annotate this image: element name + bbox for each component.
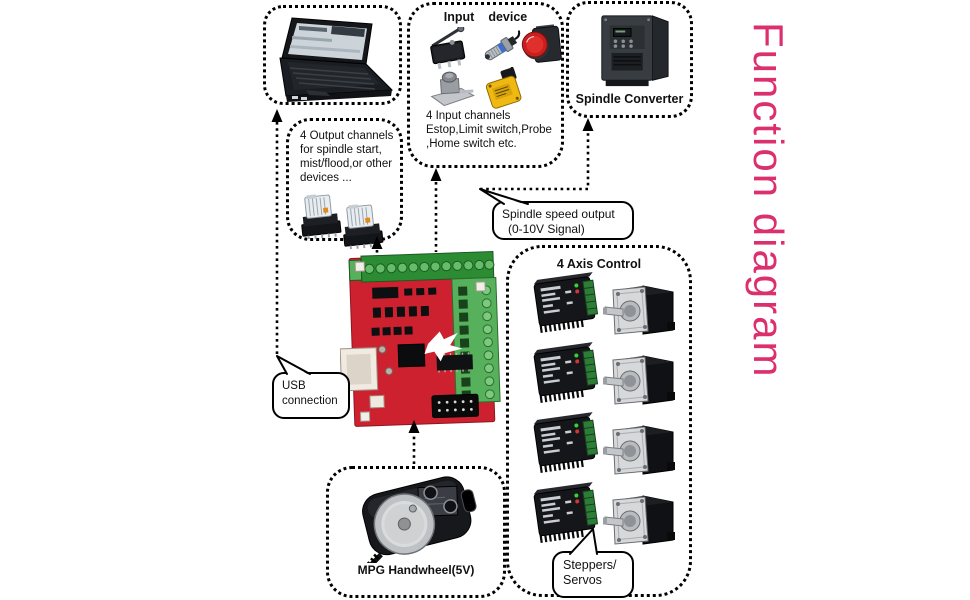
axis-row: [523, 482, 688, 552]
arrow-up-to-converter: [582, 118, 594, 131]
input-device-title-left: Input: [443, 10, 475, 24]
stepper-driver-icon: [531, 412, 603, 478]
callout-line: (0-10V Signal): [508, 222, 585, 236]
callout-line: Steppers/: [563, 558, 617, 572]
laptop-icon: [272, 12, 400, 106]
callout-steppers: Steppers/ Servos: [552, 551, 634, 598]
spindle-converter-icon: [585, 12, 681, 90]
box-mpg: MPG Handwheel(5V): [326, 466, 506, 598]
stepper-motor-icon: [601, 348, 681, 412]
relay-icon: [339, 203, 387, 249]
caption-line: for spindle start,: [300, 144, 382, 156]
callout-line: USB: [282, 380, 306, 392]
page-title: Function diagram: [745, 22, 792, 379]
stepper-driver-icon: [531, 342, 603, 408]
stepper-driver-icon: [531, 272, 603, 338]
caption-line: mist/flood,or other: [300, 158, 393, 170]
axis-row: [523, 342, 688, 412]
arrow-up-to-input-box: [430, 168, 442, 181]
stepper-motor-icon: [601, 488, 681, 552]
stepper-motor-icon: [601, 418, 681, 482]
axis-row: [523, 272, 688, 342]
caption-line: devices ...: [300, 172, 352, 184]
mpg-handwheel-icon: [339, 471, 494, 563]
estop-button-icon: [516, 24, 564, 68]
box-output-channels: 4 Output channels for spindle start, mis…: [286, 118, 403, 241]
controller-board-icon: [340, 248, 508, 436]
axis-rows: [509, 248, 689, 594]
callout-line: connection: [282, 395, 338, 407]
output-channels-caption: 4 Output channels for spindle start, mis…: [300, 129, 393, 185]
callout-spindle-speed: Spindle speed output (0-10V Signal): [492, 201, 634, 240]
axis-row: [523, 412, 688, 482]
caption-line: 4 Output channels: [300, 130, 394, 142]
spindle-converter-label: Spindle Converter: [575, 92, 684, 106]
stepper-motor-icon: [601, 278, 681, 342]
input-channels-caption: 4 Input channels Estop,Limit switch,Prob…: [426, 109, 552, 151]
caption-line: ,Home switch etc.: [426, 138, 517, 150]
callout-usb: USB connection: [272, 372, 350, 419]
box-pc: [263, 5, 402, 105]
box-spindle-converter: Spindle Converter: [566, 1, 693, 118]
arrow-up-to-pc: [271, 109, 283, 122]
callout-line: Servos: [563, 573, 602, 587]
microswitch-icon: [423, 27, 475, 69]
callout-line: Spindle speed output: [502, 207, 615, 221]
box-axis-control: 4 Axis Control: [506, 245, 692, 597]
axis-control-title: 4 Axis Control: [556, 257, 642, 271]
proximity-sensor-icon: [479, 27, 525, 67]
mpg-label: MPG Handwheel(5V): [357, 563, 475, 577]
limit-sensor-icon: [480, 67, 528, 113]
caption-line: 4 Input channels: [426, 110, 511, 122]
input-device-title: Input device: [410, 10, 561, 24]
box-input-device: Input device: [407, 2, 564, 168]
relay-icon: [297, 193, 345, 239]
caption-line: Estop,Limit switch,Probe: [426, 124, 552, 136]
rotary-switch-icon: [427, 65, 477, 109]
stepper-driver-icon: [531, 482, 603, 548]
input-device-title-right: device: [488, 10, 528, 24]
